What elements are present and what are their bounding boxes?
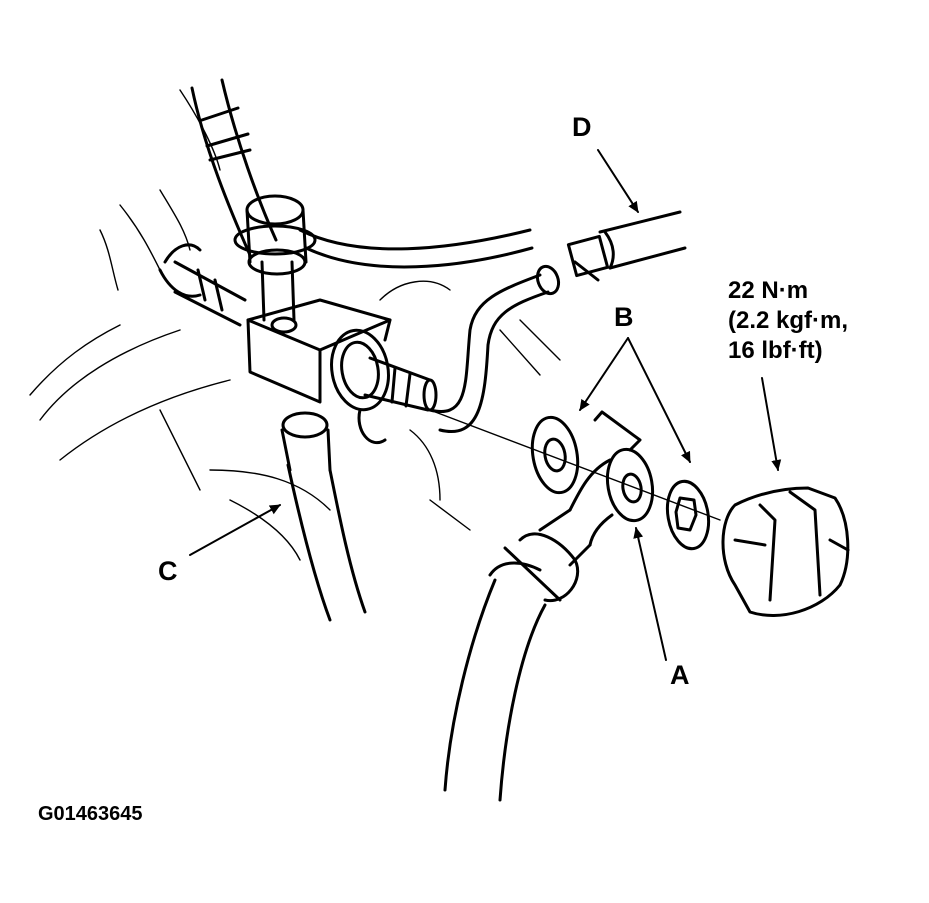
torque-line-1: 22 N·m [728, 277, 809, 304]
arrow-b-right [627, 337, 691, 463]
callout-d: D [572, 112, 592, 142]
hose-d [566, 210, 687, 282]
banjo-fitting [538, 410, 655, 567]
feed-hose [443, 532, 580, 802]
left-fitting [158, 243, 247, 327]
callout-b: B [614, 302, 634, 332]
torque-line-2: (2.2 kgf·m, [728, 307, 849, 334]
cap-nut [721, 486, 850, 617]
callout-a: A [670, 660, 690, 690]
arrow-b-left [579, 337, 629, 411]
arrow-d [597, 149, 639, 213]
torque-line-3: 16 lbf·ft) [728, 337, 823, 364]
arrow-c [189, 504, 281, 556]
sealing-washer-right [665, 479, 711, 551]
valve-banjo-bolt [330, 328, 438, 444]
valve-body [233, 194, 392, 404]
engine-block-outline [29, 89, 561, 561]
torque-spec: 22 N·m (2.2 kgf·m, 16 lbf·ft) [728, 276, 848, 366]
arrow-torque [761, 377, 782, 471]
leader-arrows [189, 149, 782, 661]
hose-c [280, 411, 367, 622]
assembly-axis [429, 409, 721, 521]
callout-c: C [158, 556, 178, 586]
arrow-a [633, 527, 667, 661]
figure-code: G01463645 [38, 803, 143, 825]
return-line [298, 228, 561, 433]
upper-hose [190, 78, 278, 257]
sealing-washer-left [530, 415, 580, 495]
